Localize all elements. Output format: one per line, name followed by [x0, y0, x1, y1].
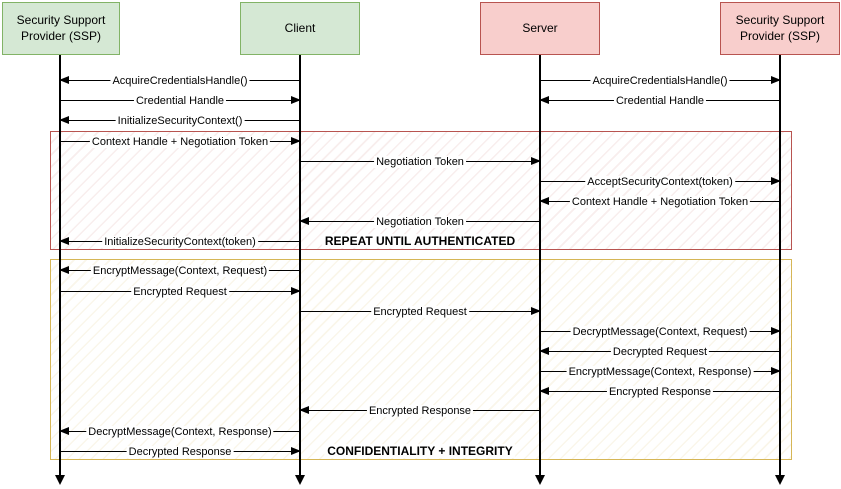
message-label: Negotiation Token	[374, 216, 466, 228]
arrowhead-icon	[59, 116, 69, 124]
actor-box: Security Support Provider (SSP)	[720, 2, 840, 55]
arrowhead-icon	[299, 217, 309, 225]
message-label: InitializeSecurityContext()	[115, 115, 245, 127]
lifeline-end-arrow-icon	[775, 475, 785, 485]
arrowhead-icon	[771, 367, 781, 375]
arrowhead-icon	[539, 96, 549, 104]
message-label: AcquireCredentialsHandle()	[110, 75, 250, 87]
message-label: Encrypted Request	[371, 306, 469, 318]
lifeline	[779, 55, 781, 475]
message-label: Encrypted Response	[606, 386, 714, 398]
lifeline-end-arrow-icon	[55, 475, 65, 485]
message-label: Credential Handle	[133, 95, 227, 107]
lifeline-end-arrow-icon	[535, 475, 545, 485]
arrowhead-icon	[539, 387, 549, 395]
message-label: DecryptMessage(Context, Response)	[86, 426, 274, 438]
arrowhead-icon	[771, 327, 781, 335]
lifeline	[299, 55, 301, 475]
message-label: EncryptMessage(Context, Request)	[90, 265, 270, 277]
arrowhead-icon	[291, 96, 301, 104]
message-label: Decrypted Request	[610, 346, 710, 358]
arrowhead-icon	[531, 307, 541, 315]
region-frame	[50, 131, 792, 250]
arrowhead-icon	[59, 76, 69, 84]
lifeline	[539, 55, 541, 475]
arrowhead-icon	[291, 447, 301, 455]
message-label: EncryptMessage(Context, Response)	[566, 366, 754, 378]
actor-label: Security Support Provider (SSP)	[735, 12, 825, 43]
lifeline-end-arrow-icon	[295, 475, 305, 485]
actor-box: Client	[240, 2, 360, 55]
arrowhead-icon	[531, 157, 541, 165]
region-label: REPEAT UNTIL AUTHENTICATED	[321, 234, 519, 248]
actor-box: Security Support Provider (SSP)	[2, 2, 120, 55]
arrowhead-icon	[59, 266, 69, 274]
arrowhead-icon	[539, 197, 549, 205]
arrowhead-icon	[291, 287, 301, 295]
message-label: AcceptSecurityContext(token)	[585, 176, 735, 188]
lifeline	[59, 55, 61, 475]
region-label: CONFIDENTIALITY + INTEGRITY	[324, 444, 516, 458]
actor-box: Server	[480, 2, 600, 55]
actor-label: Server	[522, 20, 558, 35]
message-label: Encrypted Response	[366, 405, 474, 417]
actor-label: Security Support Provider (SSP)	[16, 12, 106, 43]
arrowhead-icon	[59, 237, 69, 245]
arrowhead-icon	[539, 347, 549, 355]
message-label: Encrypted Request	[131, 286, 229, 298]
actor-label: Client	[284, 20, 316, 35]
arrowhead-icon	[771, 177, 781, 185]
message-label: Context Handle + Negotiation Token	[89, 136, 271, 148]
arrowhead-icon	[771, 76, 781, 84]
message-label: DecryptMessage(Context, Request)	[570, 326, 750, 338]
message-label: Decrypted Response	[126, 446, 234, 458]
arrowhead-icon	[299, 406, 309, 414]
message-label: AcquireCredentialsHandle()	[590, 75, 730, 87]
message-label: InitializeSecurityContext(token)	[102, 236, 258, 248]
arrowhead-icon	[59, 427, 69, 435]
message-label: Context Handle + Negotiation Token	[569, 196, 751, 208]
message-label: Credential Handle	[613, 95, 707, 107]
arrowhead-icon	[291, 137, 301, 145]
message-label: Negotiation Token	[374, 156, 466, 168]
